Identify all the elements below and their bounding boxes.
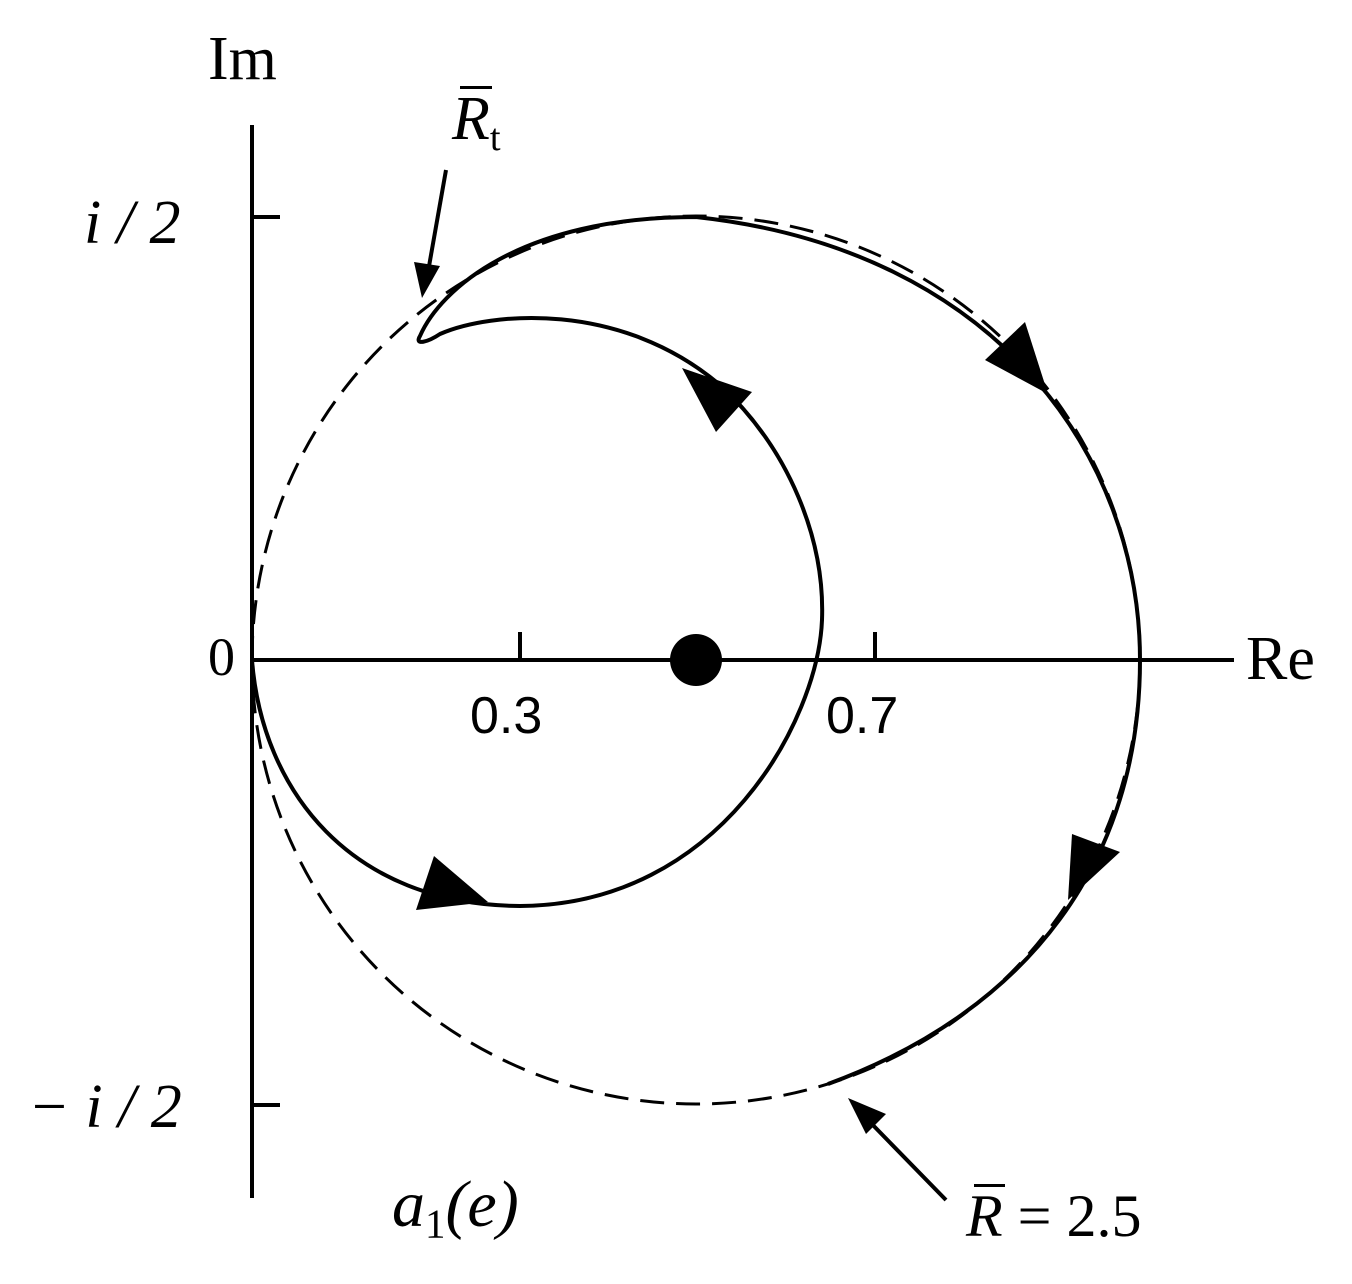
rt-subscript: t [489,116,501,159]
tick-label-im-neg: − i / 2 [28,1073,182,1141]
arrowhead-inner-bottom [416,856,488,910]
tick-label-im-pos: i / 2 [84,189,181,257]
real-axis-label: Re [1246,625,1315,693]
function-argument: (e) [445,1168,519,1241]
rt-symbol: R [452,85,492,153]
tick-label-re-0-7: 0.7 [826,687,899,745]
r-symbol: R [966,1183,1005,1249]
arrowhead-r-pointer [848,1098,886,1134]
r-value: = 2.5 [1017,1183,1142,1249]
fixed-point-dot [670,634,722,686]
function-subscript: 1 [425,1201,446,1247]
arrowhead-inner-top [682,368,752,432]
arrowhead-outer-top [985,322,1048,394]
r-pointer-line [864,1116,948,1202]
function-label: a1(e) [392,1172,519,1245]
imaginary-axis-label: Im [208,25,277,93]
rt-label: Rt [452,85,501,159]
outer-trajectory [250,214,1143,1086]
arrowhead-rt-pointer [414,262,440,298]
tick-label-re-0-3: 0.3 [470,687,543,745]
r-value-label: R = 2.5 [966,1183,1142,1249]
arrowhead-outer-right [1068,834,1120,900]
origin-label: 0 [208,627,235,687]
rt-pointer-line [426,169,448,273]
function-name: a [392,1168,425,1241]
